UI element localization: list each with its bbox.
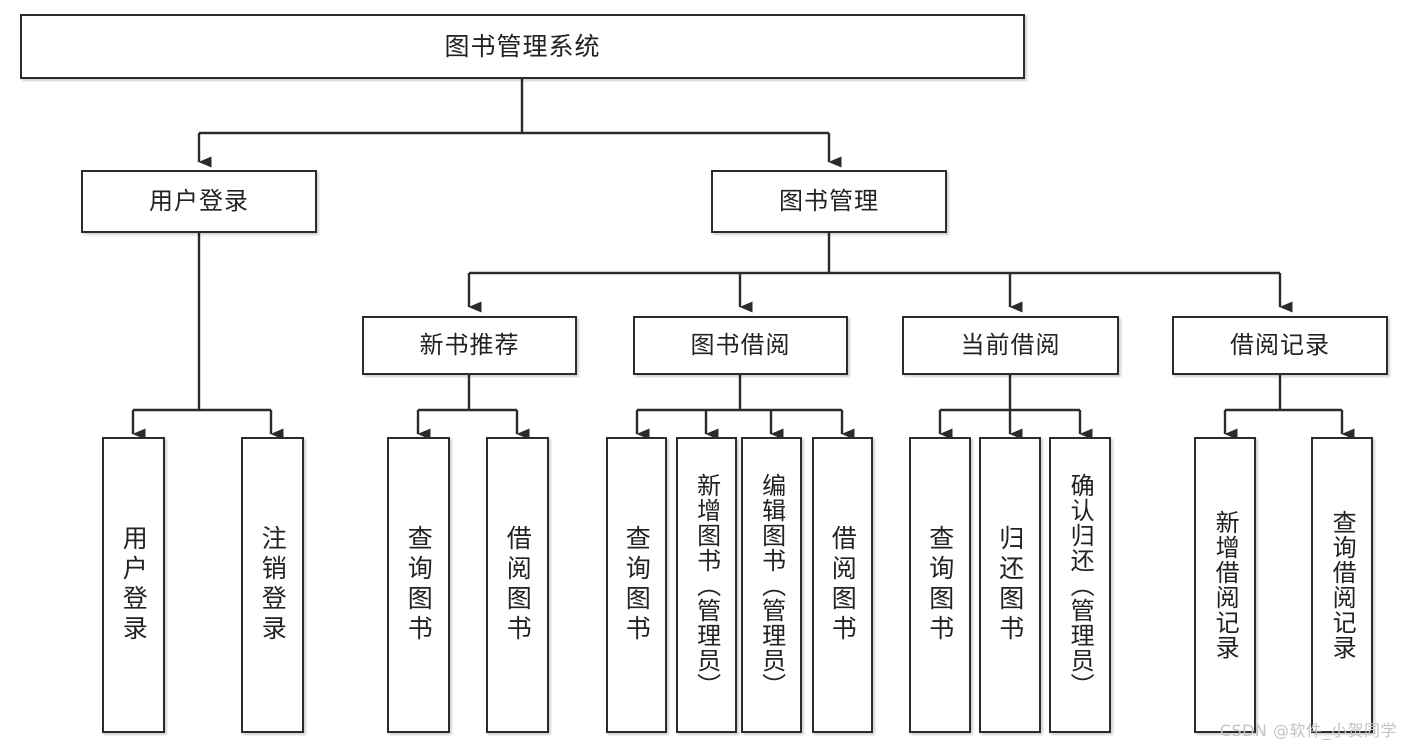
node-label: 注销登录 bbox=[258, 525, 288, 645]
node-label: 图书借阅 bbox=[690, 331, 791, 360]
node-label: 借阅图书 bbox=[828, 525, 858, 645]
leaf-logout[interactable]: 注销登录 bbox=[241, 437, 304, 733]
node-label: 新增图书（管理员） bbox=[692, 472, 721, 698]
node-label: 编辑图书（管理员） bbox=[757, 472, 786, 698]
node-label: 归还图书 bbox=[995, 525, 1025, 645]
node-label: 新书推荐 bbox=[419, 331, 520, 360]
leaf-add-book-admin[interactable]: 新增图书（管理员） bbox=[676, 437, 737, 733]
node-label: 用户登录 bbox=[119, 525, 149, 645]
node-label: 查询图书 bbox=[404, 525, 434, 645]
node-user-login[interactable]: 用户登录 bbox=[81, 170, 317, 233]
node-label: 查询图书 bbox=[622, 525, 652, 645]
node-current-borrow[interactable]: 当前借阅 bbox=[902, 316, 1119, 375]
leaf-query-book-recommend[interactable]: 查询图书 bbox=[387, 437, 450, 733]
node-book-borrow[interactable]: 图书借阅 bbox=[633, 316, 848, 375]
leaf-confirm-return-admin[interactable]: 确认归还（管理员） bbox=[1049, 437, 1111, 733]
leaf-user-login[interactable]: 用户登录 bbox=[102, 437, 165, 733]
node-label: 借阅图书 bbox=[503, 525, 533, 645]
leaf-edit-book-admin[interactable]: 编辑图书（管理员） bbox=[741, 437, 802, 733]
node-label: 当前借阅 bbox=[960, 331, 1061, 360]
node-borrow-record[interactable]: 借阅记录 bbox=[1172, 316, 1388, 375]
leaf-borrow-book[interactable]: 借阅图书 bbox=[812, 437, 873, 733]
leaf-query-book-current[interactable]: 查询图书 bbox=[909, 437, 971, 733]
node-root[interactable]: 图书管理系统 bbox=[20, 14, 1025, 79]
leaf-add-borrow-record[interactable]: 新增借阅记录 bbox=[1194, 437, 1256, 733]
node-label: 新增借阅记录 bbox=[1211, 510, 1240, 660]
csdn-watermark: CSDN @软件_小贺同学 bbox=[1219, 721, 1397, 740]
leaf-query-book-borrow[interactable]: 查询图书 bbox=[606, 437, 667, 733]
node-label: 确认归还（管理员） bbox=[1066, 472, 1095, 698]
leaf-return-book[interactable]: 归还图书 bbox=[979, 437, 1041, 733]
node-label: 图书管理系统 bbox=[444, 31, 601, 61]
node-label: 借阅记录 bbox=[1230, 331, 1330, 360]
node-label: 查询图书 bbox=[925, 525, 955, 645]
leaf-query-borrow-record[interactable]: 查询借阅记录 bbox=[1311, 437, 1373, 733]
node-label: 查询借阅记录 bbox=[1328, 510, 1357, 660]
node-label: 用户登录 bbox=[149, 187, 249, 216]
node-book-management[interactable]: 图书管理 bbox=[711, 170, 947, 233]
node-new-book-recommend[interactable]: 新书推荐 bbox=[362, 316, 577, 375]
leaf-borrow-book-recommend[interactable]: 借阅图书 bbox=[486, 437, 549, 733]
node-label: 图书管理 bbox=[779, 187, 879, 216]
